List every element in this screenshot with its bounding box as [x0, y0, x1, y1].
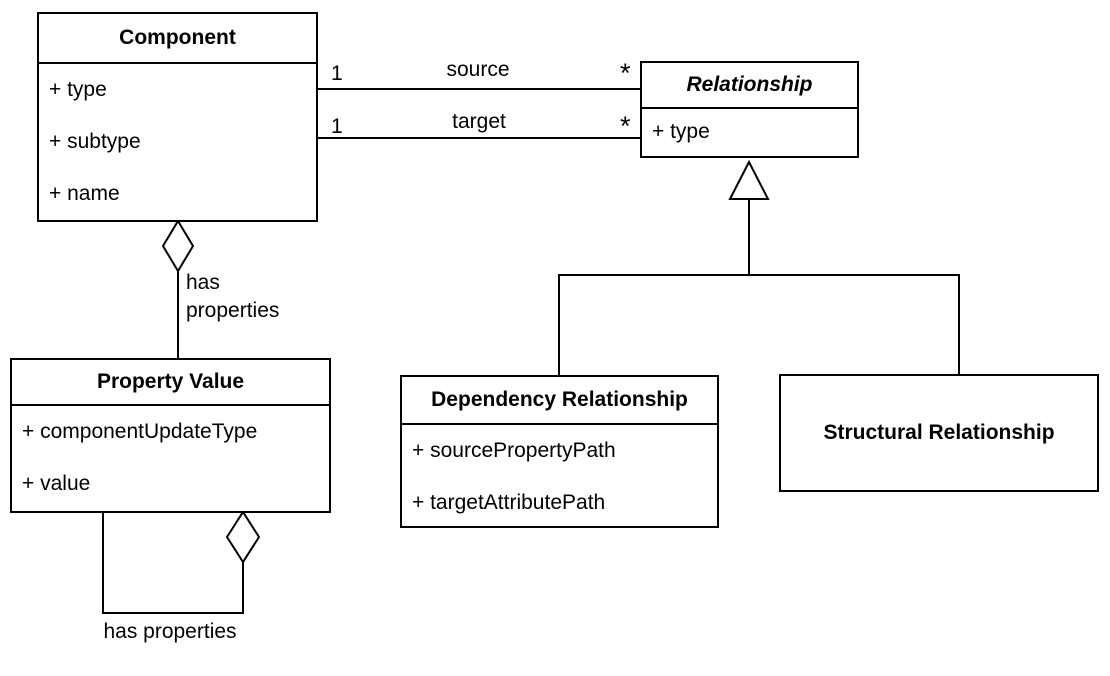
class-component-name: Component	[39, 14, 316, 64]
class-structural-relationship: Structural Relationship	[779, 374, 1099, 492]
class-structural-relationship-name: Structural Relationship	[823, 421, 1055, 444]
aggregation-diamond-component-icon	[161, 219, 195, 273]
class-relationship-attributes: + type	[642, 109, 857, 154]
aggregation-diamond-self-icon	[225, 510, 261, 564]
multiplicity-target-component-end: 1	[331, 115, 343, 138]
class-dependency-relationship-attributes: + sourcePropertyPath + targetAttributePa…	[402, 425, 717, 529]
class-component-attr-type: + type	[49, 78, 107, 101]
multiplicity-target-relationship-end: *	[620, 111, 631, 141]
multiplicity-source-component-end: 1	[331, 62, 343, 85]
class-component-attr-subtype: + subtype	[49, 130, 141, 153]
class-relationship: Relationship + type	[640, 61, 859, 158]
aggregation-label-has-properties-self: has properties	[103, 620, 237, 643]
association-label-source: source	[446, 58, 510, 81]
class-dependency-relationship-attr-target-attribute-path: + targetAttributePath	[412, 491, 606, 514]
class-property-value: Property Value + componentUpdateType + v…	[10, 358, 331, 513]
class-component-attr-name: + name	[49, 182, 120, 205]
association-label-target: target	[452, 110, 506, 133]
class-relationship-attr-type: + type	[652, 119, 710, 143]
multiplicity-source-relationship-end: *	[620, 58, 631, 88]
generalization-triangle-icon	[728, 159, 770, 200]
class-property-value-name: Property Value	[12, 360, 329, 406]
class-dependency-relationship: Dependency Relationship + sourceProperty…	[400, 375, 719, 528]
aggregation-label-has-properties: has properties	[186, 271, 280, 322]
class-dependency-relationship-name: Dependency Relationship	[402, 377, 717, 425]
generalization-branch-line	[558, 274, 960, 376]
class-property-value-attr-value: + value	[22, 472, 91, 495]
class-dependency-relationship-attr-source-property-path: + sourcePropertyPath	[412, 439, 616, 462]
class-relationship-name: Relationship	[642, 63, 857, 109]
class-component-attributes: + type + subtype + name	[39, 64, 316, 220]
aggregation-self-loop-line	[102, 512, 244, 614]
class-property-value-attr-component-update-type: + componentUpdateType	[22, 420, 258, 443]
class-component: Component + type + subtype + name	[37, 12, 318, 222]
class-property-value-attributes: + componentUpdateType + value	[12, 406, 329, 510]
